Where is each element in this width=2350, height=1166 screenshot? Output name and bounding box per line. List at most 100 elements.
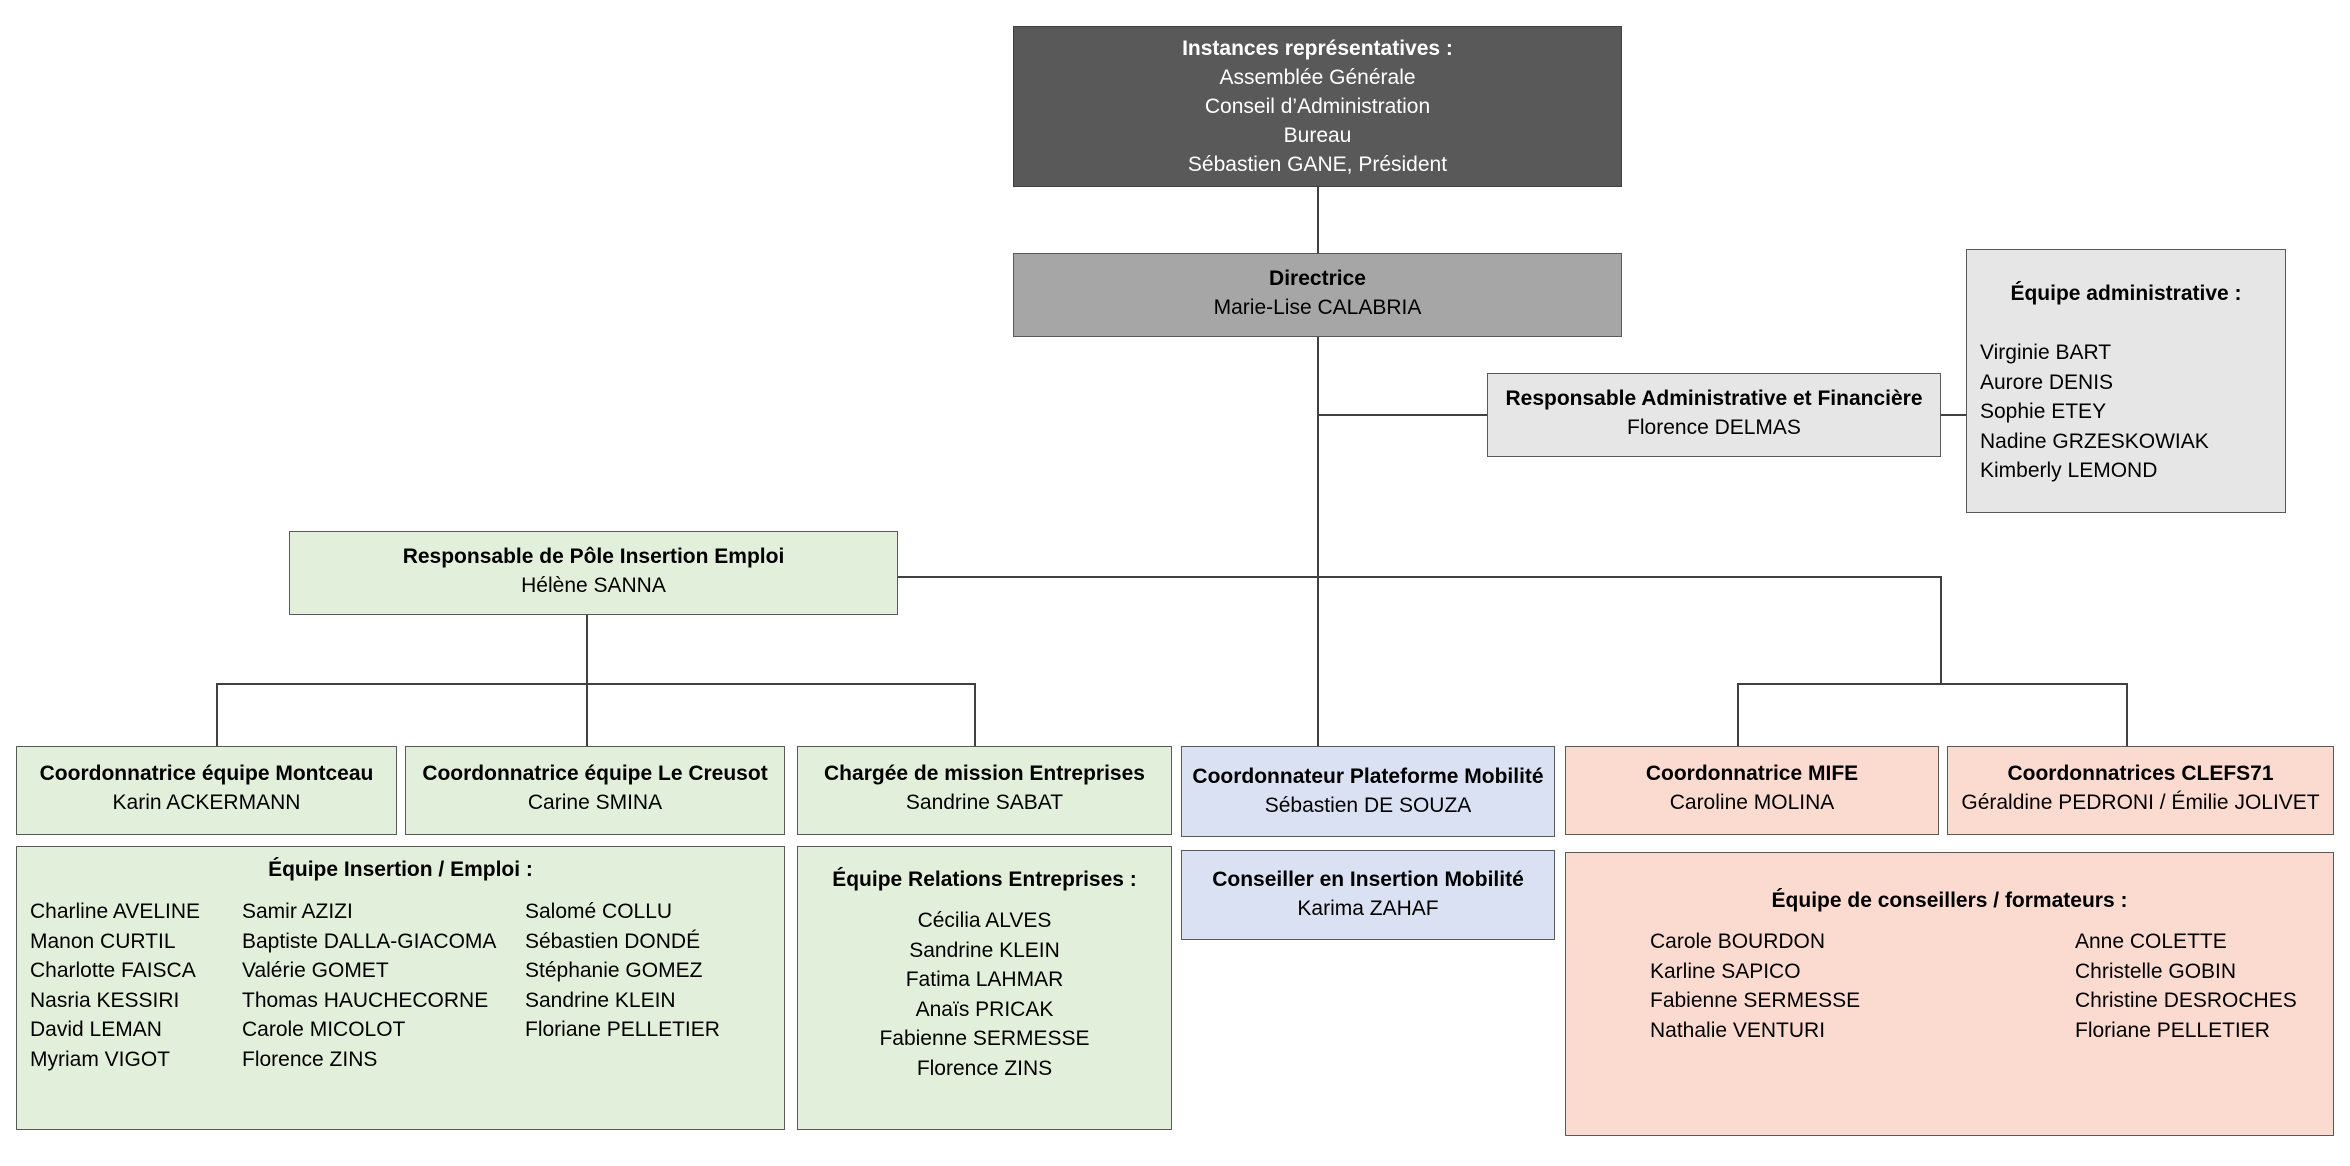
raf-title: Responsable Administrative et Financière	[1505, 387, 1923, 410]
equipe-insertion-col1: Charline AVELINE Manon CURTIL Charlotte …	[30, 897, 200, 1074]
entreprises-name: Sandrine SABAT	[905, 791, 1064, 814]
list-item: Nadine GRZESKOWIAK	[1980, 429, 2209, 453]
instances-line: Assemblée Générale	[1219, 66, 1416, 89]
list-item: Myriam VIGOT	[30, 1047, 170, 1071]
list-item: David LEMAN	[30, 1018, 162, 1041]
creusot-name: Carine SMINA	[527, 791, 663, 814]
creusot-title: Coordonnatrice équipe Le Creusot	[422, 762, 768, 785]
equipe-conseillers-box: Équipe de conseillers / formateurs : Car…	[1565, 852, 2334, 1136]
list-item: Manon CURTIL	[30, 929, 176, 953]
montceau-name: Karin ACKERMANN	[112, 791, 301, 814]
equipe-relations-title: Équipe Relations Entreprises :	[832, 868, 1137, 891]
connector-right-branch	[1940, 576, 1942, 684]
list-item: Fatima LAHMAR	[905, 968, 1064, 991]
conseiller-mobilite-title: Conseiller en Insertion Mobilité	[1212, 868, 1524, 891]
connector-pole-down	[586, 615, 588, 746]
equipe-conseillers-col2: Anne COLETTE Christelle GOBIN Christine …	[2075, 927, 2297, 1045]
connector-clefs	[2126, 683, 2128, 746]
connector-mife-clefs	[1737, 683, 2127, 685]
list-item: Nasria KESSIRI	[30, 988, 180, 1012]
list-item: Aurore DENIS	[1980, 370, 2114, 394]
list-item: Nathalie VENTURI	[1650, 1018, 1826, 1042]
list-item: Cécilia ALVES	[917, 909, 1052, 932]
list-item: Florence ZINS	[242, 1047, 378, 1071]
list-item: Stéphanie GOMEZ	[525, 959, 703, 982]
directrice-box: Directrice Marie-Lise CALABRIA	[1013, 253, 1622, 337]
mobilite-box: Coordonnateur Plateforme Mobilité Sébast…	[1181, 746, 1555, 837]
connector-instances-directrice	[1317, 187, 1319, 253]
equipe-conseillers-title: Équipe de conseillers / formateurs :	[1771, 889, 2128, 912]
mobilite-name: Sébastien DE SOUZA	[1264, 794, 1472, 817]
raf-box: Responsable Administrative et Financière…	[1487, 373, 1941, 457]
list-item: Floriane PELLETIER	[2075, 1018, 2270, 1042]
pole-box: Responsable de Pôle Insertion Emploi Hél…	[289, 531, 898, 615]
directrice-title: Directrice	[1269, 267, 1366, 290]
list-item: Carole MICOLOT	[242, 1018, 406, 1041]
list-item: Christelle GOBIN	[2075, 959, 2237, 983]
equipe-relations-list: Cécilia ALVES Sandrine KLEIN Fatima LAHM…	[798, 906, 1171, 1083]
list-item: Samir AZIZI	[242, 900, 353, 923]
list-item: Valérie GOMET	[242, 959, 389, 982]
clefs-box: Coordonnatrices CLEFS71 Géraldine PEDRON…	[1947, 746, 2334, 835]
equipe-insertion-col3: Salomé COLLU Sébastien DONDÉ Stéphanie G…	[525, 897, 720, 1045]
list-item: Baptiste DALLA-GIACOMA	[242, 929, 497, 953]
connector-trunk	[1317, 337, 1319, 746]
connector-raf-admin	[1941, 414, 1966, 416]
creusot-box: Coordonnatrice équipe Le Creusot Carine …	[405, 746, 785, 835]
list-item: Anne COLETTE	[2075, 930, 2227, 953]
list-item: Kimberly LEMOND	[1980, 459, 2158, 482]
entreprises-title: Chargée de mission Entreprises	[824, 762, 1145, 785]
connector-entreprises	[974, 683, 976, 746]
equipe-insertion-box: Équipe Insertion / Emploi : Charline AVE…	[16, 846, 785, 1130]
list-item: Sébastien DONDÉ	[525, 929, 701, 953]
list-item: Sandrine KLEIN	[909, 938, 1060, 962]
mobilite-title: Coordonnateur Plateforme Mobilité	[1192, 765, 1544, 788]
montceau-title: Coordonnatrice équipe Montceau	[39, 762, 374, 785]
connector-montceau	[216, 683, 218, 746]
list-item: Fabienne SERMESSE	[879, 1027, 1090, 1050]
pole-name: Hélène SANNA	[521, 574, 666, 597]
list-item: Anaïs PRICAK	[915, 997, 1054, 1021]
raf-name: Florence DELMAS	[1627, 416, 1801, 439]
instances-box: Instances représentatives : Assemblée Gé…	[1013, 26, 1622, 187]
equipe-conseillers-col1: Carole BOURDON Karline SAPICO Fabienne S…	[1650, 927, 1860, 1045]
list-item: Charline AVELINE	[30, 900, 201, 923]
equipe-insertion-title: Équipe Insertion / Emploi :	[268, 858, 533, 881]
list-item: Salomé COLLU	[525, 900, 673, 923]
conseiller-mobilite-name: Karima ZAHAF	[1297, 897, 1439, 920]
equipe-admin-box: Équipe administrative : Virginie BART Au…	[1966, 249, 2286, 513]
equipe-relations-box: Équipe Relations Entreprises : Cécilia A…	[797, 846, 1172, 1130]
mife-title: Coordonnatrice MIFE	[1645, 762, 1859, 785]
list-item: Karline SAPICO	[1650, 959, 1801, 983]
list-item: Carole BOURDON	[1650, 930, 1826, 953]
equipe-admin-title: Équipe administrative :	[2010, 282, 2242, 305]
list-item: Thomas HAUCHECORNE	[242, 988, 489, 1012]
equipe-insertion-col2: Samir AZIZI Baptiste DALLA-GIACOMA Valér…	[242, 897, 496, 1074]
list-item: Christine DESROCHES	[2075, 989, 2297, 1012]
connector-pole-teams	[216, 683, 976, 685]
conseiller-mobilite-box: Conseiller en Insertion Mobilité Karima …	[1181, 850, 1555, 940]
connector-pole-branch	[898, 576, 1940, 578]
mife-box: Coordonnatrice MIFE Caroline MOLINA	[1565, 746, 1939, 835]
list-item: Florence ZINS	[916, 1056, 1053, 1080]
connector-trunk-raf	[1317, 414, 1487, 416]
instances-line: Sébastien GANE, Président	[1187, 153, 1448, 176]
list-item: Fabienne SERMESSE	[1650, 989, 1861, 1012]
instances-line: Conseil d’Administration	[1204, 95, 1431, 118]
list-item: Floriane PELLETIER	[525, 1018, 720, 1041]
entreprises-box: Chargée de mission Entreprises Sandrine …	[797, 746, 1172, 835]
clefs-name: Géraldine PEDRONI / Émilie JOLIVET	[1961, 791, 2320, 814]
equipe-admin-list: Virginie BART Aurore DENIS Sophie ETEY N…	[1980, 338, 2209, 486]
montceau-box: Coordonnatrice équipe Montceau Karin ACK…	[16, 746, 397, 835]
list-item: Sophie ETEY	[1980, 400, 2107, 423]
list-item: Charlotte FAISCA	[30, 959, 196, 982]
directrice-name: Marie-Lise CALABRIA	[1213, 296, 1422, 319]
clefs-title: Coordonnatrices CLEFS71	[2007, 762, 2274, 785]
instances-line: Bureau	[1283, 124, 1352, 147]
instances-title: Instances représentatives :	[1182, 37, 1453, 60]
list-item: Sandrine KLEIN	[525, 988, 676, 1012]
connector-mife	[1737, 683, 1739, 746]
mife-name: Caroline MOLINA	[1669, 791, 1835, 814]
list-item: Virginie BART	[1980, 341, 2112, 364]
pole-title: Responsable de Pôle Insertion Emploi	[402, 545, 785, 568]
